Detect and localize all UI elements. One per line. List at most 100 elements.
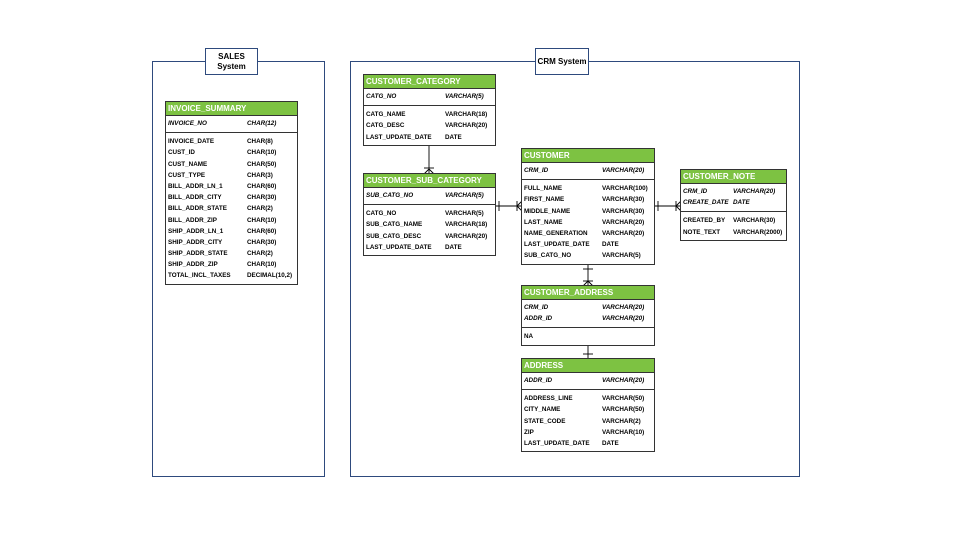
attribute-type: CHAR(50)	[247, 160, 277, 168]
attribute-name: LAST_UPDATE_DATE	[366, 133, 432, 141]
attributes-section: INVOICE_DATE CHAR(8) CUST_ID CHAR(10) CUST_N…	[166, 133, 297, 283]
attribute-name: CRM_ID	[683, 188, 708, 195]
attribute-name: CATG_DESC	[366, 122, 405, 130]
attribute-type: CHAR(12)	[247, 120, 277, 127]
attribute-type: VARCHAR(20)	[602, 167, 645, 174]
attribute-row: NA	[522, 331, 654, 342]
attribute-type: CHAR(30)	[247, 238, 277, 246]
attribute-type: VARCHAR(20)	[602, 304, 645, 311]
attribute-name: BILL_ADDR_LN_1	[168, 182, 223, 190]
attribute-name: SUB_CATG_NO	[366, 192, 414, 199]
attribute-name: SUB_CATG_NO	[524, 252, 572, 260]
attribute-name: CUST_NAME	[168, 160, 208, 168]
attribute-type: VARCHAR(2)	[602, 417, 641, 425]
attribute-row: CUST_ID CHAR(10)	[166, 147, 297, 158]
attributes-section: NA	[522, 328, 654, 344]
entity-title: CUSTOMER_CATEGORY	[364, 75, 495, 89]
attribute-type: VARCHAR(20)	[602, 315, 645, 323]
attribute-name: NAME_GENERATION	[524, 229, 588, 237]
attribute-row: FIRST_NAME VARCHAR(30)	[522, 194, 654, 205]
attribute-name: INVOICE_DATE	[168, 138, 215, 146]
attribute-row: SUB_CATG_NO VARCHAR(5)	[364, 190, 495, 201]
attribute-name: CUST_ID	[168, 149, 195, 157]
attribute-type: VARCHAR(30)	[733, 217, 776, 225]
attribute-type: DATE	[602, 241, 619, 249]
attribute-type: VARCHAR(30)	[602, 196, 645, 204]
attribute-name: CUST_TYPE	[168, 171, 206, 179]
attribute-name: INVOICE_NO	[168, 120, 207, 127]
attribute-name: LAST_UPDATE_DATE	[366, 243, 432, 251]
attribute-row: LAST_UPDATE_DATE DATE	[522, 438, 654, 449]
attribute-name: CREATED_BY	[683, 217, 726, 225]
attribute-type: DATE	[445, 243, 462, 251]
entity-title: CUSTOMER_NOTE	[681, 170, 786, 184]
attribute-type: VARCHAR(30)	[602, 207, 645, 215]
attribute-row: INVOICE_NO CHAR(12)	[166, 118, 297, 129]
attribute-type: VARCHAR(20)	[602, 377, 645, 384]
attribute-name: CRM_ID	[524, 304, 549, 311]
entity-title: CUSTOMER	[522, 149, 654, 163]
attribute-name: BILL_ADDR_STATE	[168, 205, 227, 213]
attribute-name: CITY_NAME	[524, 406, 561, 414]
attribute-type: VARCHAR(20)	[602, 218, 645, 226]
attribute-name: NOTE_TEXT	[683, 228, 721, 236]
attribute-name: FIRST_NAME	[524, 196, 565, 204]
primary-key-section: INVOICE_NO CHAR(12)	[166, 116, 297, 134]
attribute-name: LAST_UPDATE_DATE	[524, 439, 590, 447]
primary-key-section: SUB_CATG_NO VARCHAR(5)	[364, 188, 495, 206]
attribute-type: VARCHAR(20)	[733, 188, 776, 195]
attribute-type: DATE	[602, 439, 619, 447]
entity-title: CUSTOMER_SUB_CATEGORY	[364, 174, 495, 188]
attribute-type: VARCHAR(20)	[602, 229, 645, 237]
attribute-type: CHAR(10)	[247, 149, 277, 157]
entity-title: CUSTOMER_ADDRESS	[522, 286, 654, 300]
attribute-row: LAST_UPDATE_DATE DATE	[364, 132, 495, 143]
attribute-type: CHAR(8)	[247, 138, 273, 146]
attribute-row: SUB_CATG_DESC VARCHAR(20)	[364, 231, 495, 242]
attribute-name: CATG_NO	[366, 93, 397, 100]
attribute-name: ADDR_ID	[524, 377, 552, 384]
attribute-row: ADDR_ID VARCHAR(20)	[522, 375, 654, 386]
attribute-name: ADDRESS_LINE	[524, 395, 573, 403]
entity-customer-sub-category[interactable]: CUSTOMER_SUB_CATEGORY SUB_CATG_NO VARCHAR(…	[363, 173, 496, 256]
attribute-type: CHAR(10)	[247, 216, 277, 224]
attribute-type: CHAR(30)	[247, 194, 277, 202]
attribute-type: VARCHAR(18)	[445, 221, 488, 229]
attribute-name: LAST_NAME	[524, 218, 563, 226]
attribute-name: TOTAL_INCL_TAXES	[168, 272, 231, 280]
attribute-type: DATE	[445, 133, 462, 141]
attribute-name: NA	[524, 333, 534, 341]
attribute-name: SUB_CATG_DESC	[366, 232, 422, 240]
attribute-row: CRM_ID VARCHAR(20)	[681, 186, 786, 197]
attribute-type: VARCHAR(20)	[445, 232, 488, 240]
attribute-type: VARCHAR(5)	[445, 192, 484, 199]
